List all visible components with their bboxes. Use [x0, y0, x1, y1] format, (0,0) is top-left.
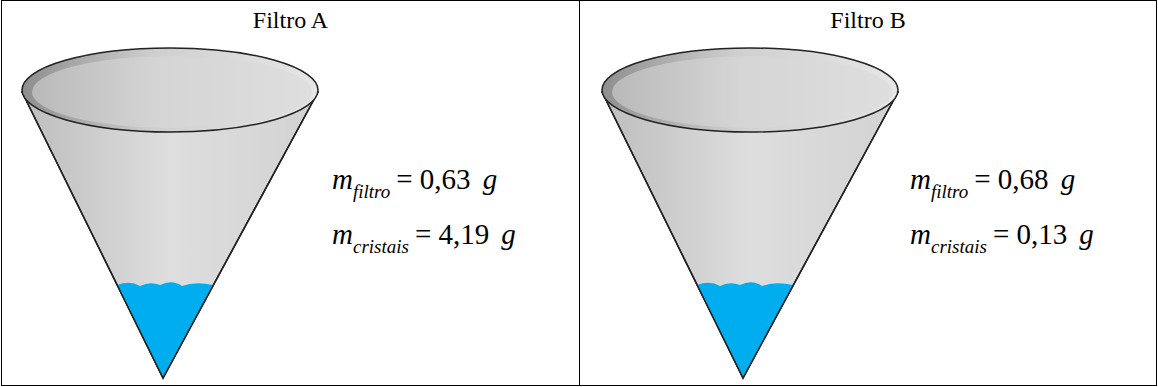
mass-subscript: cristais: [353, 236, 409, 257]
mass-unit: g: [483, 163, 498, 195]
mass-symbol: m: [332, 218, 353, 250]
mass-subscript: filtro: [931, 181, 968, 202]
table-cell: Filtro Bmfiltro= 0,68gmcristais= 0,13g: [579, 0, 1157, 386]
mass-formula: mfiltro= 0,63g: [332, 163, 497, 196]
mass-value: = 0,68: [974, 163, 1048, 195]
filter-cone-b: [602, 48, 898, 378]
mass-formula: mfiltro= 0,68g: [910, 163, 1075, 196]
mass-value: = 0,13: [993, 218, 1067, 250]
filter-cone-a: [22, 48, 318, 378]
mass-formula: mcristais= 0,13g: [910, 218, 1094, 251]
mass-value: = 4,19: [415, 218, 489, 250]
mass-unit: g: [1061, 163, 1076, 195]
mass-subscript: filtro: [353, 181, 390, 202]
mass-formula: mcristais= 4,19g: [332, 218, 516, 251]
table-cell: Filtro Amfiltro= 0,63gmcristais= 4,19g: [1, 0, 580, 386]
mass-symbol: m: [910, 163, 931, 195]
mass-subscript: cristais: [931, 236, 987, 257]
cell-heading: Filtro A: [2, 7, 579, 34]
mass-symbol: m: [332, 163, 353, 195]
mass-unit: g: [1079, 218, 1094, 250]
mass-symbol: m: [910, 218, 931, 250]
mass-unit: g: [501, 218, 516, 250]
mass-value: = 0,63: [396, 163, 470, 195]
cell-heading: Filtro B: [580, 7, 1156, 34]
